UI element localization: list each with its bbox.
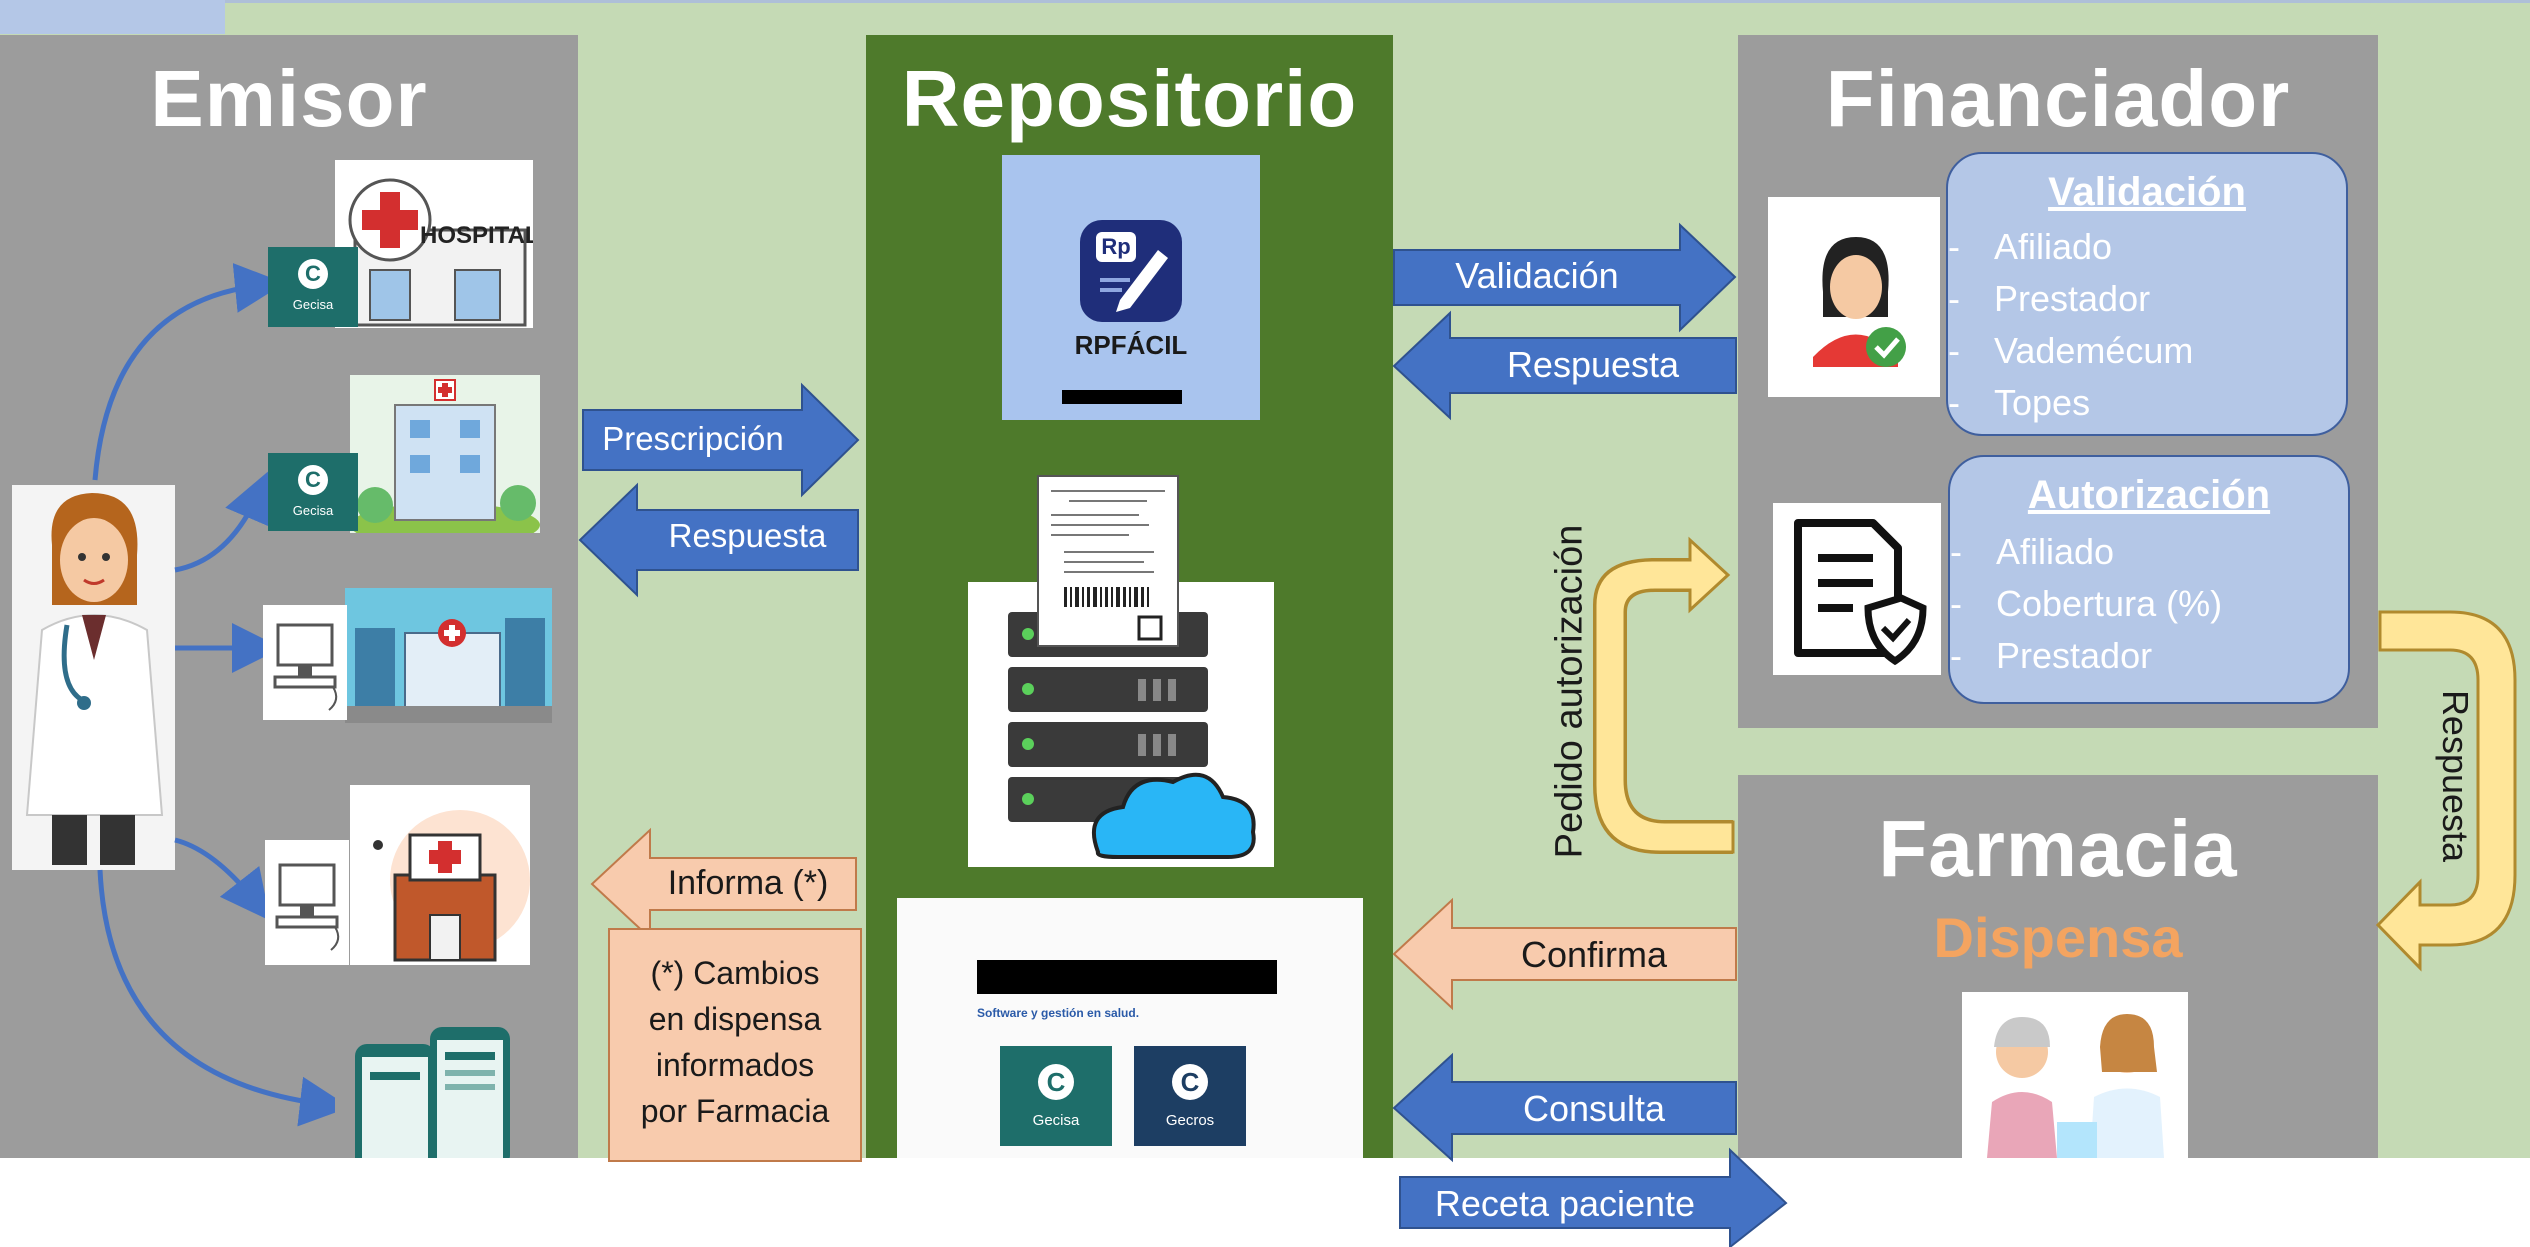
gecros-logo-tile: C Gecros (1134, 1046, 1246, 1146)
redaction-bar (1062, 390, 1182, 404)
gecisa-logo-icon: C (298, 259, 328, 289)
validacion-title: Validación (2048, 170, 2246, 214)
dispensa-changes-note: (*) Cambios en dispensa informados por F… (608, 928, 862, 1162)
gecros-logo-label: Gecros (1165, 1112, 1215, 1129)
rpfacil-app-tile: Rp RPFÁCIL (1002, 155, 1260, 420)
hospital-sign: HOSPITAL (420, 222, 533, 249)
gecisa-badge: C Gecisa (268, 453, 358, 531)
informa-arrow-label: Informa (*) (667, 864, 829, 902)
respuesta-farmacia-label: Respuesta (2435, 689, 2476, 863)
gecisa-logo-icon: C (298, 465, 328, 495)
receta-paciente-arrow-label: Receta paciente (1434, 1183, 1696, 1224)
gecisa-badge: C Gecisa (268, 247, 358, 327)
emisor-connectors (92, 263, 350, 1127)
validacion-item: Afiliado (1948, 226, 2112, 268)
gecisa-logo-tile: C Gecisa (1000, 1046, 1112, 1146)
top-left-tab (0, 0, 225, 34)
emisor-title: Emisor (150, 54, 428, 143)
document-shield-icon (1773, 503, 1941, 675)
confirma-arrow-label: Confirma (1520, 934, 1668, 975)
top-border (0, 0, 2530, 3)
city-hospital-illustration (345, 588, 552, 723)
software-provider-tile: Software y gestión en salud. C Gecisa C … (897, 898, 1363, 1158)
software-tagline: Software y gestión en salud. (977, 1006, 1140, 1020)
pedido-autorizacion-label: Pedido autorización (1548, 524, 1591, 859)
validacion-arrow-label: Validación (1455, 255, 1619, 296)
gecros-logo-icon: C (1172, 1064, 1208, 1100)
note-line: informados (655, 1047, 815, 1083)
respuesta-emisor-arrow-label: Respuesta (668, 517, 827, 554)
hospital-illustration: HOSPITAL (335, 160, 533, 328)
farmacia-subtitle: Dispensa (1933, 906, 2183, 969)
rp-icon-letters: Rp (1096, 232, 1136, 262)
financiador-title: Financiador (1825, 54, 2291, 143)
pharmacy-illustration (1962, 992, 2188, 1158)
validacion-item: Topes (1948, 382, 2090, 424)
computer-icon (263, 605, 347, 720)
autorizacion-item: Prestador (1950, 635, 2152, 677)
gecisa-logo-icon: C (1038, 1064, 1074, 1100)
gecisa-logo-label: Gecisa (1032, 1112, 1080, 1129)
autorizacion-item: Cobertura (%) (1950, 583, 2222, 625)
prescripcion-arrow-label: Prescripción (602, 420, 784, 457)
computer-icon (265, 840, 349, 965)
autorizacion-title: Autorización (2027, 473, 2271, 517)
repositorio-title: Repositorio (901, 54, 1358, 143)
validacion-box: Validación Afiliado Prestador Vademécum … (1946, 152, 2348, 436)
consulta-arrow-label: Consulta (1522, 1088, 1666, 1129)
validacion-item: Prestador (1948, 278, 2150, 320)
user-verified-icon (1768, 197, 1940, 397)
mobile-app-illustration (335, 1022, 550, 1158)
autorizacion-item: Afiliado (1950, 531, 2114, 573)
respuesta-financiador-arrow-label: Respuesta (1506, 344, 1680, 385)
note-line: en dispensa (648, 1001, 822, 1037)
gecisa-badge-label: Gecisa (292, 503, 334, 518)
redaction-bar (977, 960, 1277, 994)
gecisa-badge-label: Gecisa (292, 297, 334, 312)
doctor-illustration (12, 485, 175, 870)
rpfacil-app-icon: Rp (1080, 220, 1182, 322)
prescription-document-illustration (1037, 475, 1179, 647)
note-line: por Farmacia (640, 1093, 830, 1129)
validacion-item: Vademécum (1948, 330, 2194, 372)
rpfacil-app-name: RPFÁCIL (1074, 330, 1188, 360)
autorizacion-box: Autorización Afiliado Cobertura (%) Pres… (1948, 455, 2350, 704)
farmacia-title: Farmacia (1878, 804, 2238, 893)
clinic-building-illustration (350, 785, 530, 965)
note-line: (*) Cambios (650, 955, 820, 991)
clinic-illustration (350, 375, 540, 533)
